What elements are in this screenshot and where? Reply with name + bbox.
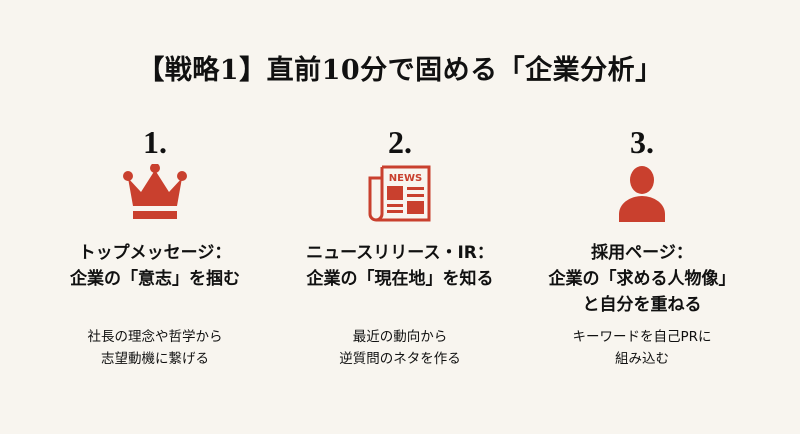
- description-line: キーワードを自己PRに: [572, 329, 712, 345]
- news-label: NEWS: [389, 173, 422, 184]
- description-line: 最近の動向から: [352, 329, 448, 345]
- strategy-column-2: 2. NEWS ニュースリリース・IR： 企業の「現在地」を知る 最近の動向から…: [280, 124, 520, 370]
- description-line: 社長の理念や哲学から: [87, 329, 223, 345]
- strategy-column-1: 1. トップメッセージ： 企業の「意志」を掴む 社長の理念や哲学から 志望動機に…: [35, 124, 275, 370]
- column-heading: 採用ページ： 企業の「求める人物像」 と自分を重ねる: [522, 240, 762, 326]
- heading-line: 採用ページ：: [591, 243, 693, 263]
- heading-line: トップメッセージ：: [78, 243, 232, 263]
- description-line: 志望動機に繋げる: [101, 351, 209, 367]
- heading-line: 企業の「現在地」を知る: [306, 269, 494, 289]
- description-line: 逆質問のネタを作る: [339, 351, 461, 367]
- crown-icon: [35, 164, 275, 230]
- description-line: 組み込む: [615, 351, 669, 367]
- column-heading: ニュースリリース・IR： 企業の「現在地」を知る: [280, 240, 520, 326]
- column-description: キーワードを自己PRに 組み込む: [522, 326, 762, 370]
- column-heading: トップメッセージ： 企業の「意志」を掴む: [35, 240, 275, 326]
- step-number: 2.: [388, 124, 412, 160]
- page-title: 【戦略1】直前10分で固める「企業分析」: [137, 55, 663, 86]
- heading-line: 企業の「意志」を掴む: [70, 269, 240, 289]
- step-number: 1.: [143, 124, 167, 160]
- heading-line: と自分を重ねる: [582, 295, 702, 315]
- person-icon: [522, 164, 762, 230]
- heading-line: ニュースリリース・IR：: [306, 243, 494, 263]
- strategy-column-3: 3. 採用ページ： 企業の「求める人物像」 と自分を重ねる キーワードを自己PR…: [522, 124, 762, 370]
- column-description: 社長の理念や哲学から 志望動機に繋げる: [35, 326, 275, 370]
- heading-line: 企業の「求める人物像」: [548, 269, 736, 289]
- step-number: 3.: [630, 124, 654, 160]
- column-description: 最近の動向から 逆質問のネタを作る: [280, 326, 520, 370]
- newspaper-icon: NEWS: [280, 164, 520, 230]
